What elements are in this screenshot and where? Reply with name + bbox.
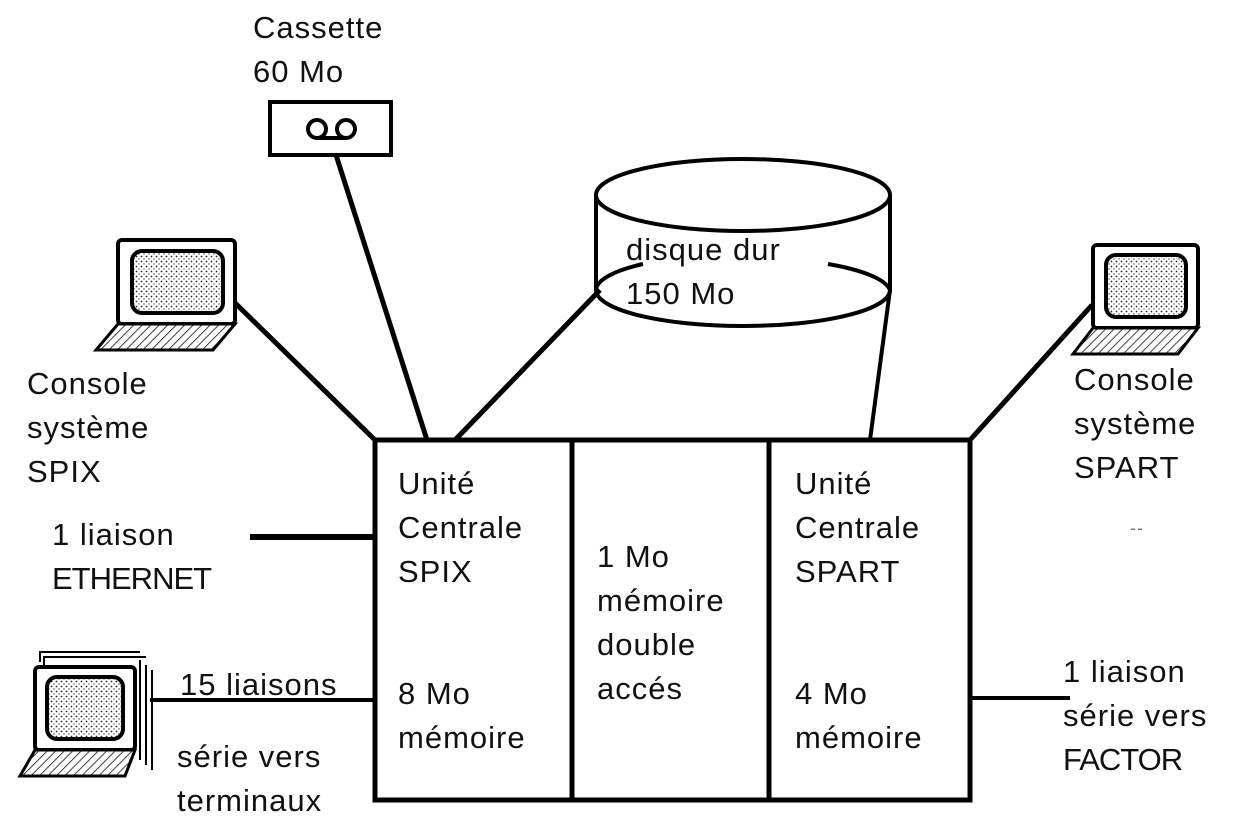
cpu-spart-box bbox=[766, 437, 973, 803]
shared-memory-label: 1 Mo mémoire double accés bbox=[597, 535, 725, 711]
terminals-line3: terminaux bbox=[177, 783, 323, 818]
cpu-spix-mem2: mémoire bbox=[398, 720, 526, 755]
console-spix-line2: système bbox=[27, 410, 150, 445]
hard-disk-icon bbox=[594, 157, 892, 441]
disk-label-line2: 150 Mo bbox=[626, 276, 736, 311]
disk-link bbox=[453, 288, 602, 442]
stray-mark-text: -- bbox=[1130, 518, 1144, 538]
console-spart-line3: SPART bbox=[1074, 450, 1180, 485]
console-spix-line3: SPIX bbox=[27, 454, 102, 489]
console-spart-label: Console système SPART bbox=[1074, 358, 1196, 490]
cassette-link bbox=[333, 154, 430, 441]
cassette-icon bbox=[268, 100, 393, 157]
factor-label: 1 liaison série vers FACTOR bbox=[1063, 650, 1207, 782]
cpu-spart-line1: Unité bbox=[795, 466, 873, 501]
main-cabinet bbox=[372, 437, 973, 803]
cpu-spart-label: Unité Centrale SPART bbox=[795, 462, 920, 594]
console-spart-link bbox=[968, 303, 1094, 442]
shared-memory-line4: accés bbox=[597, 671, 683, 706]
terminals-icon bbox=[17, 651, 153, 778]
console-spart-icon bbox=[1069, 243, 1202, 356]
cassette-label: Cassette 60 Mo bbox=[253, 6, 383, 94]
terminals-line2: série vers bbox=[177, 739, 322, 774]
console-spart-line1: Console bbox=[1074, 362, 1195, 397]
console-spix-link bbox=[228, 296, 377, 442]
console-spix-label: Console système SPIX bbox=[27, 362, 149, 494]
shared-memory-line3: double bbox=[597, 627, 697, 662]
cpu-spix-line2: Centrale bbox=[398, 510, 524, 545]
ethernet-line2: ETHERNET bbox=[52, 561, 212, 596]
ethernet-line1: 1 liaison bbox=[52, 517, 175, 552]
terminals-label-bottom: série vers terminaux bbox=[177, 735, 322, 823]
cpu-spart-line3: SPART bbox=[795, 554, 901, 589]
console-spix-line1: Console bbox=[27, 366, 148, 401]
disk-label: disque dur 150 Mo bbox=[626, 228, 781, 316]
shared-memory-line2: mémoire bbox=[597, 583, 725, 618]
terminals-label-top: 15 liaisons bbox=[180, 663, 337, 707]
cassette-label-line1: Cassette bbox=[253, 10, 384, 45]
console-spix-icon bbox=[92, 238, 239, 352]
cpu-spix-line1: Unité bbox=[398, 466, 476, 501]
cassette-label-line2: 60 Mo bbox=[253, 54, 345, 89]
cpu-spart-memory-label: 4 Mo mémoire bbox=[795, 672, 923, 760]
cpu-spix-label: Unité Centrale SPIX bbox=[398, 462, 523, 594]
cpu-spix-mem1: 8 Mo bbox=[398, 676, 471, 711]
factor-line3: FACTOR bbox=[1063, 742, 1183, 777]
connection-lines bbox=[150, 154, 1094, 702]
factor-line1: 1 liaison bbox=[1063, 654, 1186, 689]
factor-line2: série vers bbox=[1063, 698, 1208, 733]
shared-memory-line1: 1 Mo bbox=[597, 539, 670, 574]
cpu-spix-line3: SPIX bbox=[398, 554, 473, 589]
ethernet-label: 1 liaison ETHERNET bbox=[52, 513, 212, 601]
console-spart-line2: système bbox=[1074, 406, 1197, 441]
disk-label-line1: disque dur bbox=[626, 232, 781, 267]
cpu-spart-line2: Centrale bbox=[795, 510, 921, 545]
stray-mark: -- bbox=[1130, 506, 1144, 550]
cpu-spart-mem1: 4 Mo bbox=[795, 676, 868, 711]
terminals-line1: 15 liaisons bbox=[180, 667, 338, 702]
cpu-spix-memory-label: 8 Mo mémoire bbox=[398, 672, 526, 760]
cpu-spart-mem2: mémoire bbox=[795, 720, 923, 755]
